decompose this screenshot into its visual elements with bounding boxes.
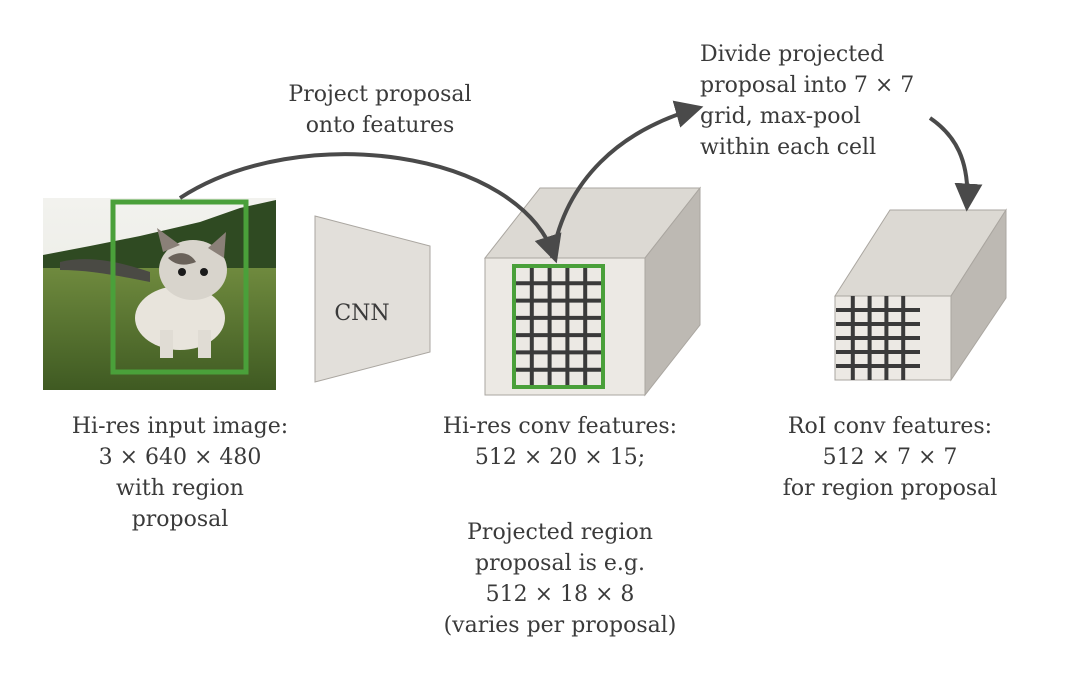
roi-7x7-grid (836, 296, 920, 380)
cnn-label: CNN (334, 301, 390, 326)
input-caption: Hi-res input image: 3 × 640 × 480 with r… (71, 414, 289, 532)
divide-grid-label: Divide projected proposal into 7 × 7 gri… (700, 42, 915, 160)
roi-features-block (834, 208, 1007, 382)
projected-caption: Projected region proposal is e.g. 512 × … (443, 520, 677, 638)
projected-proposal-box (512, 264, 605, 389)
projected-proposal-grid (514, 266, 603, 387)
project-proposal-label: Project proposal onto features (288, 82, 472, 138)
conv-caption: Hi-res conv features: 512 × 20 × 15; (442, 414, 678, 470)
divide-arrow (550, 100, 704, 259)
region-proposal-box (110, 199, 249, 375)
roi-caption: RoI conv features: 512 × 7 × 7 for regio… (782, 414, 998, 501)
input-image (43, 198, 276, 390)
conv-features-block (483, 186, 702, 397)
cnn-block (314, 215, 431, 383)
project-arrow (178, 152, 562, 264)
pool-arrow (928, 116, 983, 212)
